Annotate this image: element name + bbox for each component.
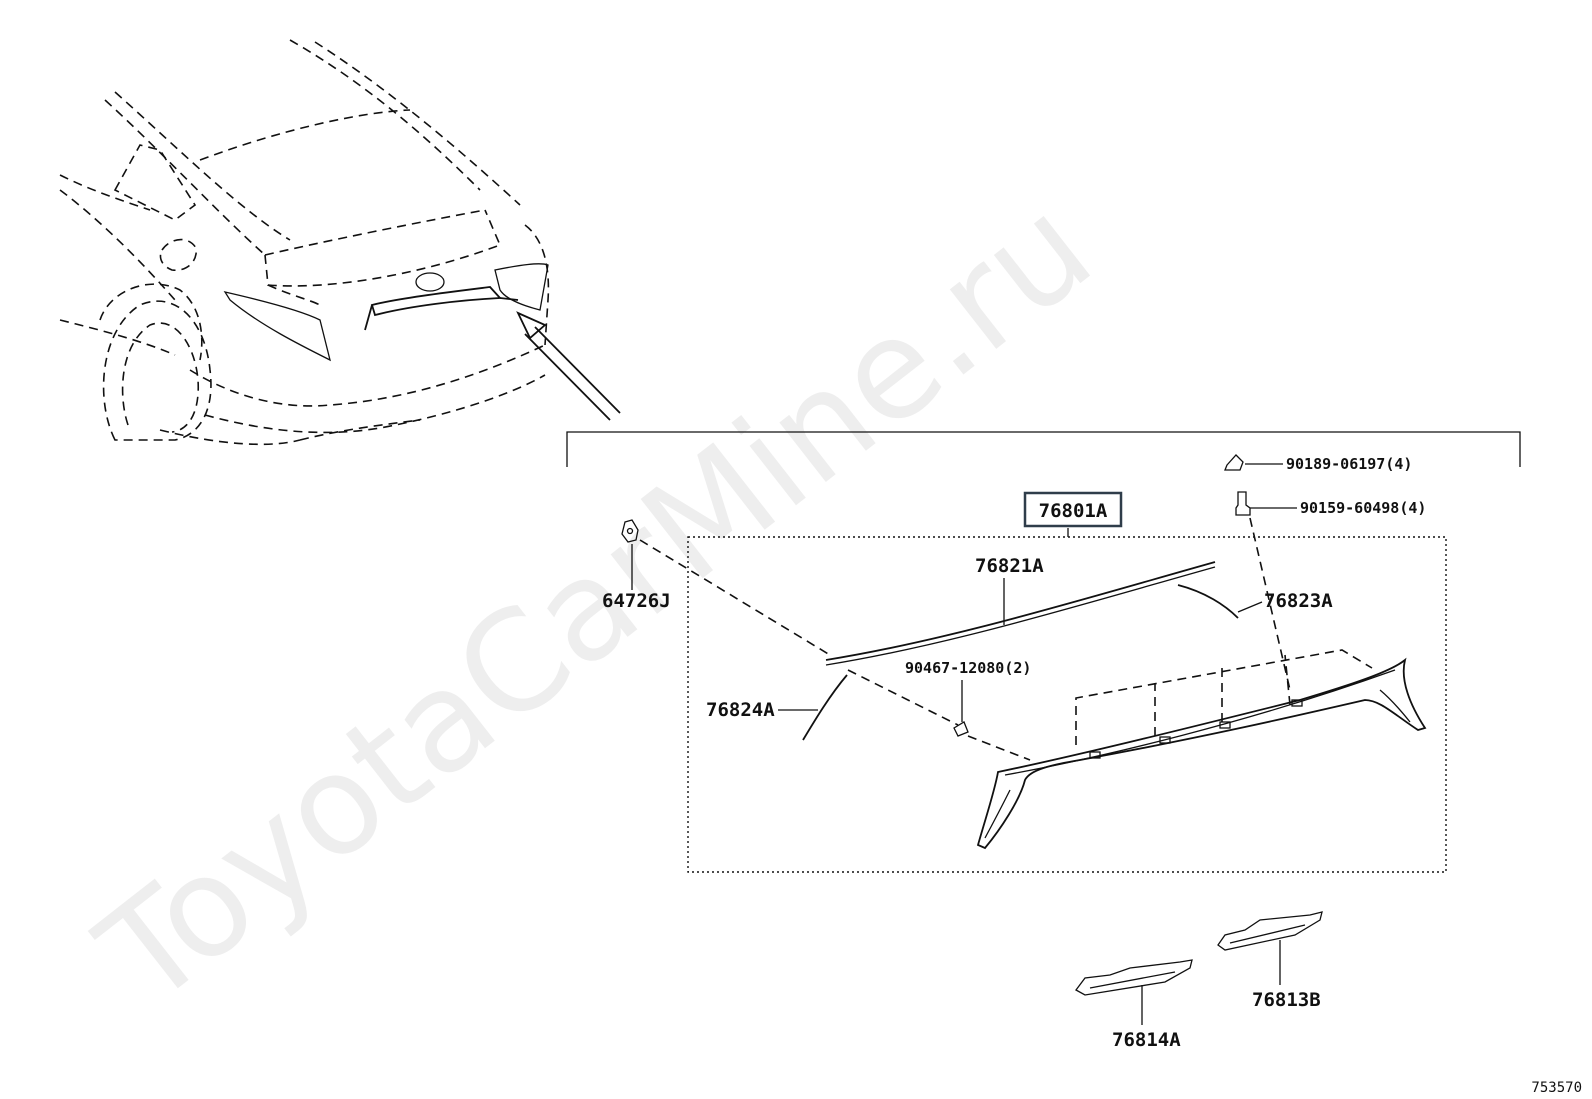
label-molding-right[interactable]: 76823A (1264, 590, 1333, 612)
label-nut[interactable]: 90159-60498(4) (1300, 499, 1426, 517)
car-rear-illustration (59, 39, 621, 446)
screw-icon (1224, 454, 1244, 471)
bracket-left (1075, 959, 1193, 996)
nut-icon (1235, 491, 1251, 516)
label-clip-center[interactable]: 90467-12080(2) (905, 659, 1031, 677)
molding-right (1177, 584, 1239, 619)
label-molding-left[interactable]: 76824A (706, 699, 775, 721)
label-assembly[interactable]: 76801A (1039, 500, 1108, 522)
figure-number: 753570 (1531, 1080, 1582, 1096)
rear-garnish (976, 649, 1427, 850)
clip-center-icon (953, 721, 969, 737)
molding-left (802, 674, 848, 741)
leader-lines (631, 463, 1297, 1025)
clip-left-icon (621, 519, 639, 543)
label-bracket-left[interactable]: 76814A (1112, 1029, 1181, 1051)
label-bracket-right[interactable]: 76813B (1252, 989, 1321, 1011)
label-molding-upper[interactable]: 76821A (975, 555, 1044, 577)
molding-upper (825, 561, 1216, 661)
label-screw[interactable]: 90189-06197(4) (1286, 455, 1412, 473)
assembly-label-box (1023, 491, 1123, 528)
label-clip-left[interactable]: 64726J (602, 590, 671, 612)
assembly-outline (687, 536, 1447, 873)
assembly-bracket (566, 431, 1521, 467)
bracket-right (1217, 911, 1323, 951)
